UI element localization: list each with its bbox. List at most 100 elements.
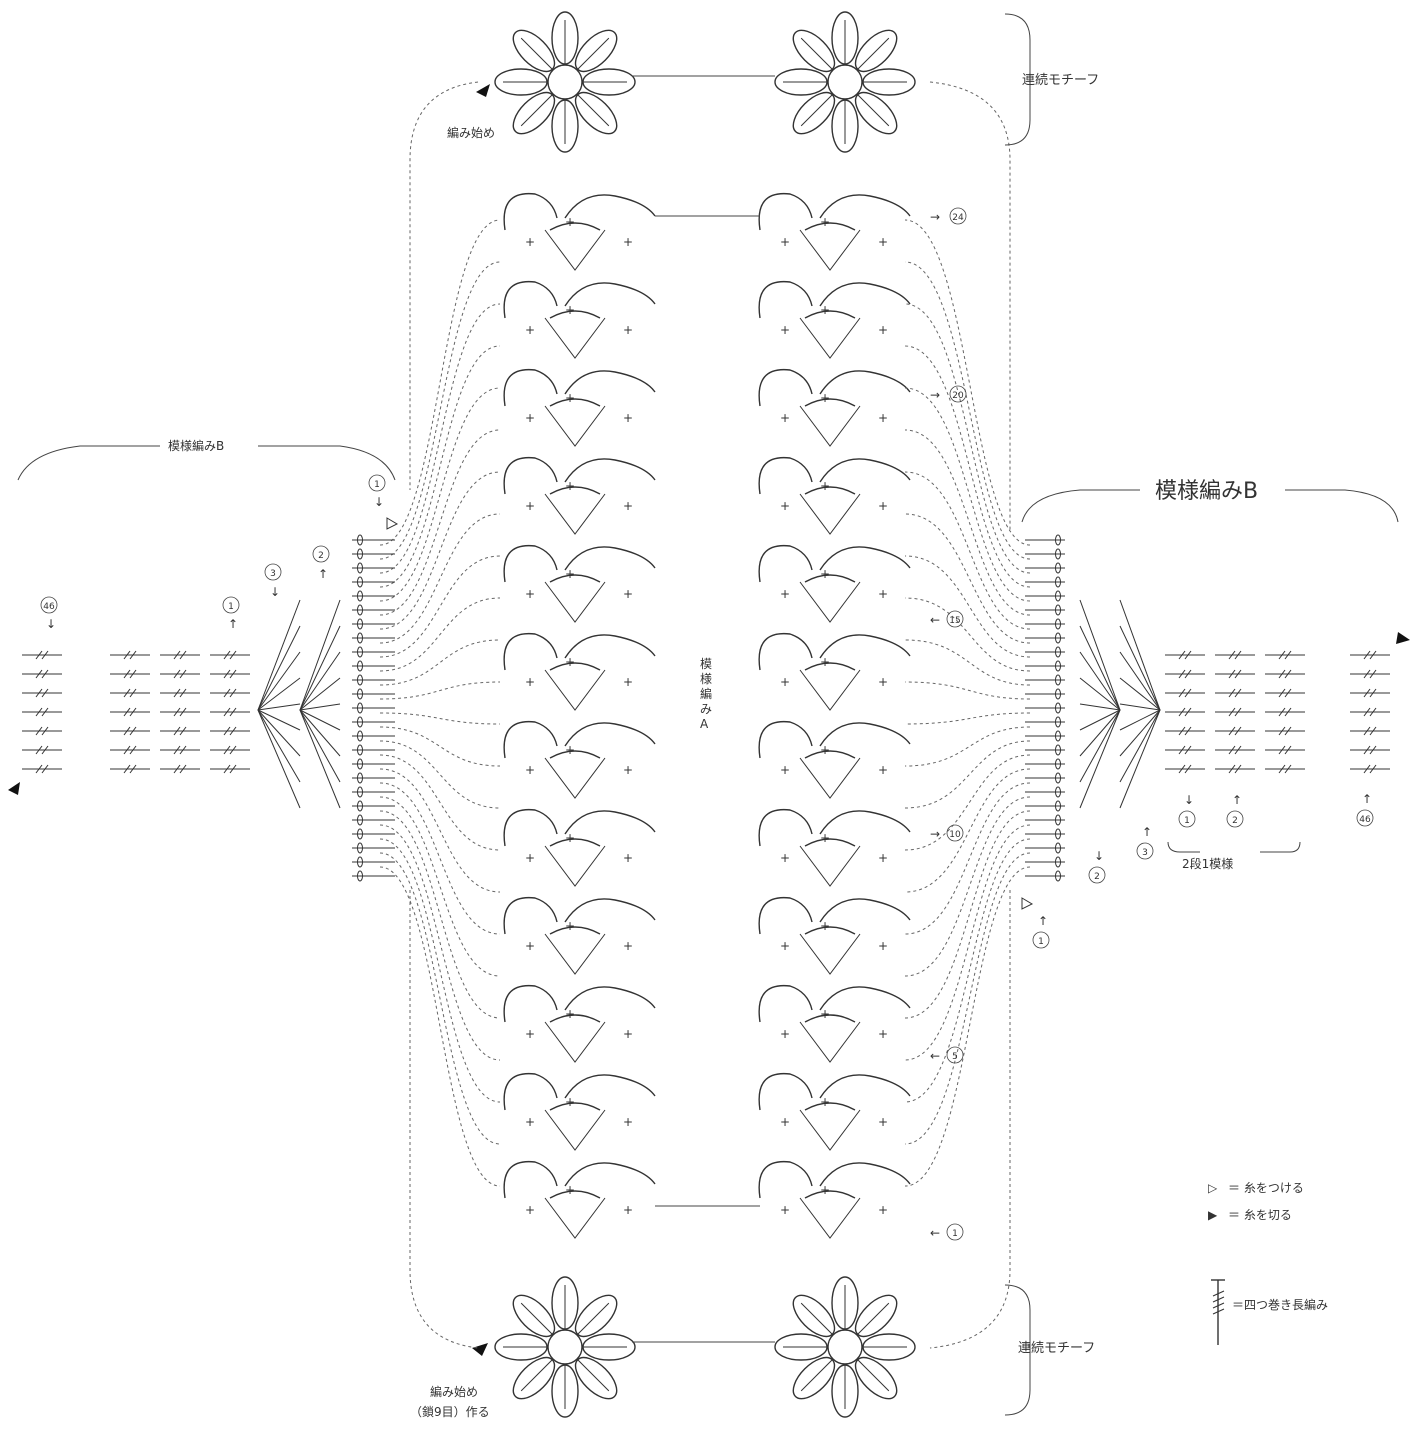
repeat-bracket: [1168, 842, 1300, 852]
pattern-row: +++: [759, 634, 910, 710]
single-crochet: +: [820, 215, 830, 229]
single-crochet: +: [565, 1183, 575, 1197]
petal-stitch: [858, 38, 889, 69]
fan-stitch: [1120, 710, 1160, 808]
petal-stitch: [801, 1303, 832, 1334]
connector: [380, 388, 500, 601]
v-stitch: [800, 758, 860, 798]
arch: [504, 458, 557, 494]
single-crochet: +: [878, 1027, 888, 1041]
pattern-row: +++: [504, 810, 655, 886]
marker-number: 1: [1184, 816, 1190, 826]
legend: ▷ ＝ 糸をつける ▶ ＝ 糸を切る ＝四つ巻き長編み: [1208, 1181, 1328, 1345]
v-stitch: [800, 318, 860, 358]
cut-mark-bottom: [472, 1343, 488, 1356]
connector: [905, 304, 1030, 573]
single-crochet: +: [623, 1115, 633, 1129]
marker-arrow: ↑: [318, 567, 328, 581]
arch: [565, 459, 655, 482]
v-stitch: [545, 846, 605, 886]
petal-stitch: [521, 95, 552, 126]
arch: [820, 723, 910, 746]
petal-stitch: [578, 95, 609, 126]
marker-arrow: ←: [930, 613, 940, 627]
legend-symbol-attach: ▷: [1208, 1181, 1218, 1195]
arch: [759, 986, 812, 1022]
connector: [380, 839, 500, 1102]
connector: [905, 727, 1030, 766]
single-crochet: +: [565, 655, 575, 669]
fan-stitch: [1120, 652, 1160, 710]
single-crochet: +: [820, 743, 830, 757]
single-crochet: +: [878, 587, 888, 601]
single-crochet: +: [525, 1115, 535, 1129]
marker-number: 1: [1038, 937, 1044, 947]
arch: [759, 1074, 812, 1110]
row-marker-center: 24→: [930, 208, 966, 224]
connector: [905, 811, 1030, 1018]
connector: [380, 304, 500, 573]
pattern-row: +++: [504, 1074, 655, 1150]
single-crochet: +: [565, 479, 575, 493]
single-crochet: +: [525, 939, 535, 953]
flower-motif: [495, 1277, 635, 1417]
flower-motif: [775, 12, 915, 152]
flower-motif: [775, 1277, 915, 1417]
petal-stitch: [801, 38, 832, 69]
single-crochet: +: [878, 1115, 888, 1129]
single-crochet: +: [878, 323, 888, 337]
single-crochet: +: [565, 1007, 575, 1021]
side-seam-left: [410, 890, 478, 1348]
v-stitch: [545, 934, 605, 974]
v-stitch: [800, 230, 860, 270]
single-crochet: +: [780, 939, 790, 953]
v-stitch: [545, 670, 605, 710]
petal-stitch: [801, 95, 832, 126]
arch: [565, 635, 655, 658]
arch: [759, 546, 812, 582]
connector: [380, 811, 500, 1018]
single-crochet: +: [878, 851, 888, 865]
connector: [905, 867, 1030, 1186]
v-stitch: [545, 1198, 605, 1238]
connector: [905, 598, 1030, 671]
connector: [380, 682, 500, 699]
connector: [905, 682, 1030, 699]
arch: [565, 195, 655, 218]
stitch-column: [1265, 651, 1305, 773]
motif-center: [828, 65, 862, 99]
fan-stitch: [258, 626, 300, 710]
pattern-row: +++: [759, 810, 910, 886]
pattern-row: +++: [759, 1074, 910, 1150]
chain-column-right: [1025, 535, 1065, 881]
single-crochet: +: [565, 391, 575, 405]
single-crochet: +: [623, 763, 633, 777]
pattern-row: +++: [504, 898, 655, 974]
single-crochet: +: [820, 1007, 830, 1021]
legend-symbol-cut: ▶: [1208, 1208, 1218, 1222]
fan-stitch: [1080, 710, 1120, 808]
single-crochet: +: [780, 235, 790, 249]
marker-number: 15: [949, 616, 960, 626]
single-crochet: +: [525, 499, 535, 513]
pattern-row: +++: [504, 722, 655, 798]
arch: [820, 635, 910, 658]
v-stitch: [545, 1110, 605, 1150]
single-crochet: +: [623, 323, 633, 337]
row-marker-left-sleeve: 1↓: [369, 475, 385, 509]
connector: [380, 262, 500, 559]
arch: [504, 986, 557, 1022]
arch: [565, 1075, 655, 1098]
pattern-row: +++: [759, 546, 910, 622]
petal-stitch: [801, 1360, 832, 1391]
single-crochet: +: [820, 919, 830, 933]
fan-stitch: [300, 710, 340, 756]
connector: [380, 797, 500, 976]
connector: [380, 755, 500, 850]
pattern-row: +++: [504, 282, 655, 358]
arch: [565, 723, 655, 746]
single-crochet: +: [565, 567, 575, 581]
single-crochet: +: [565, 831, 575, 845]
arch: [565, 371, 655, 394]
marker-number: 1: [228, 602, 234, 612]
